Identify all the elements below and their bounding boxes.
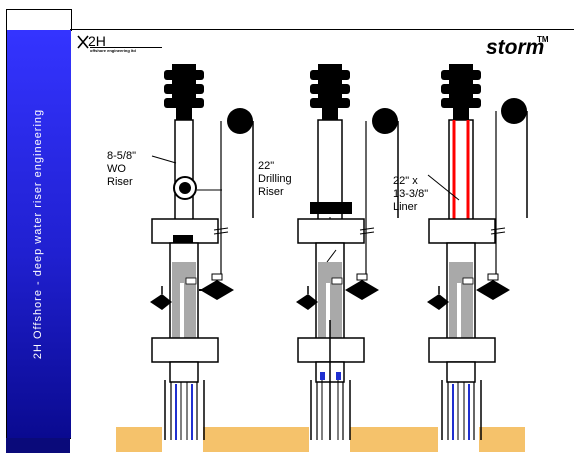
brand-trademark: TM (537, 35, 549, 44)
brand-name: storm (486, 36, 545, 59)
sidebar-footer-band (6, 438, 70, 453)
logo-name: 2H (88, 33, 106, 49)
liner-label: 22" x 13-3/8" Liner (393, 175, 429, 213)
assembly-liner (427, 64, 528, 440)
logo-icon (77, 35, 89, 49)
header-rule (70, 29, 574, 30)
drilling-riser-label: 22" Drilling Riser (258, 160, 292, 198)
assembly-wo-riser (150, 64, 254, 440)
top-stack (164, 64, 204, 120)
logo-subtext: offshore engineering ltd (90, 48, 136, 53)
logo-underline (90, 47, 162, 48)
seabed (116, 427, 525, 452)
sidebar-band (6, 30, 71, 439)
assembly-drilling-riser (296, 64, 399, 440)
top-stack (441, 64, 481, 120)
wo-riser-label: 8-5/8" WO Riser (107, 150, 136, 188)
top-stack (310, 64, 350, 120)
